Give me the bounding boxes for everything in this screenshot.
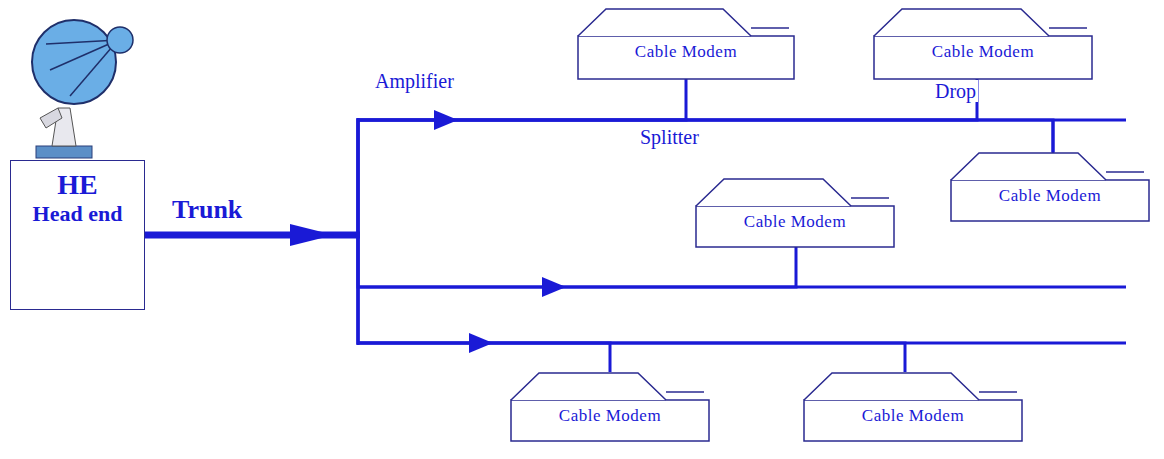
- feeder-line: [358, 119, 1126, 122]
- cable-connector: [145, 79, 686, 235]
- amplifier-symbol: [542, 277, 566, 297]
- drop-line: [1052, 120, 1055, 156]
- cable-modem-house: Cable Modem: [695, 178, 895, 248]
- node-label: Cable Modem: [577, 42, 795, 62]
- bus-line: [357, 118, 360, 345]
- amplifier-label: Amplifier: [373, 70, 456, 92]
- trunk-label: Trunk: [170, 196, 244, 225]
- node-label: Cable Modem: [510, 406, 710, 426]
- amplifier-symbol: [469, 333, 493, 353]
- cable-modem-house: Cable Modem: [873, 8, 1093, 80]
- cable-connector: [145, 235, 905, 372]
- trunk-arrow: [290, 224, 334, 246]
- cable-connector: [145, 120, 1053, 235]
- node-label: Cable Modem: [873, 42, 1093, 62]
- head-end-box: HEHead end: [10, 160, 145, 310]
- node-label: Cable Modem: [803, 406, 1023, 426]
- node-body: Head end: [11, 201, 144, 226]
- cable-modem-house: Cable Modem: [950, 152, 1150, 222]
- feeder-line: [358, 286, 1126, 289]
- cable-modem-house: Cable Modem: [577, 8, 795, 80]
- splitter-label: Splitter: [638, 126, 701, 148]
- node-label: Cable Modem: [695, 212, 895, 232]
- amplifier-symbol: [434, 110, 458, 130]
- cable-modem-house: Cable Modem: [510, 372, 710, 442]
- satellite-dish: [32, 20, 133, 158]
- node-heading: HE: [11, 169, 144, 201]
- cable-modem-house: Cable Modem: [803, 372, 1023, 442]
- drop-label: Drop: [933, 80, 978, 102]
- node-label: Cable Modem: [950, 186, 1150, 206]
- cable-connector: [145, 235, 610, 372]
